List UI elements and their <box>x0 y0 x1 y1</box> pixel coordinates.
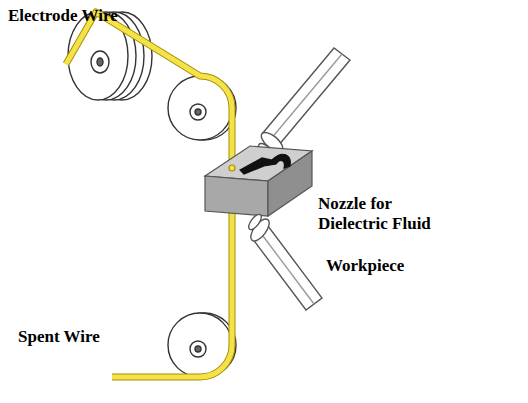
workpiece-block <box>205 146 312 216</box>
spent-wire-label: Spent Wire <box>18 327 138 347</box>
nozzle-tube-line <box>270 54 342 140</box>
cut-kerf <box>240 154 290 174</box>
nozzle-tube <box>252 226 322 310</box>
supply-pulley <box>68 12 152 100</box>
nozzle-tip <box>246 212 263 231</box>
lower-nozzle <box>246 212 322 310</box>
upper-nozzle <box>257 48 350 159</box>
wire-label: Electrode Wire <box>8 6 168 26</box>
nozzle-label: Nozzle for Dielectric Fluid <box>318 194 458 234</box>
workpiece-label: Workpiece <box>326 256 446 276</box>
nozzle-tube <box>262 48 350 146</box>
